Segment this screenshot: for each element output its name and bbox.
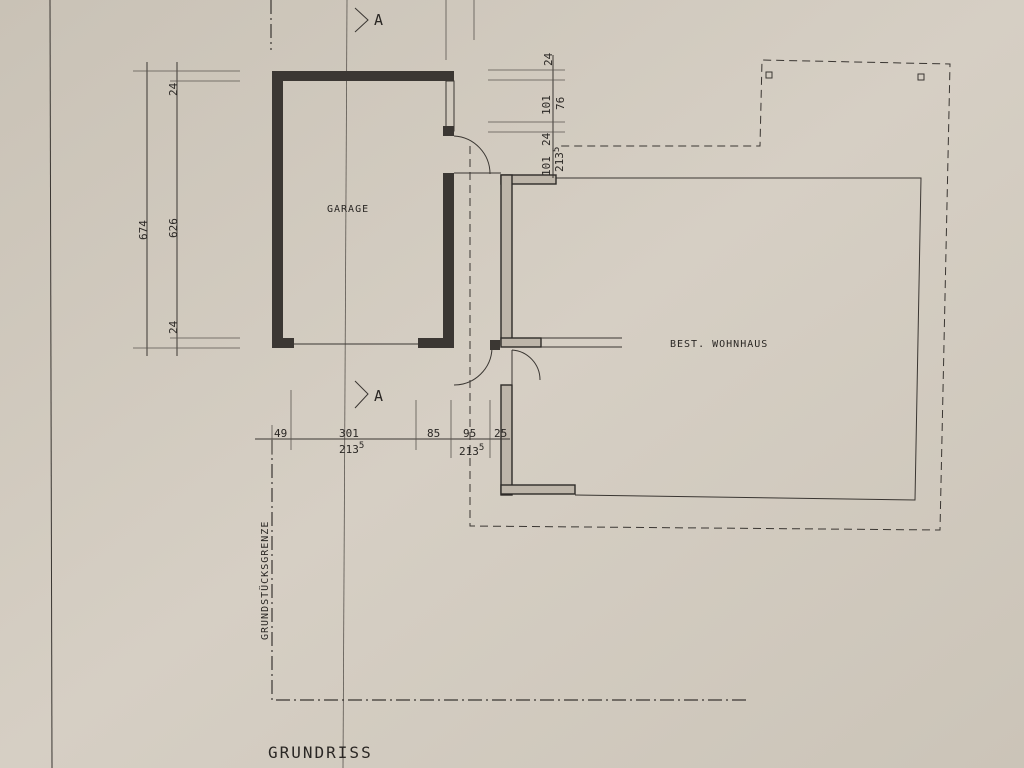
svg-text:A: A [374,387,383,405]
dim-bottom-4-sub: 2135 [459,443,484,458]
dim-right-1: 24 [542,52,555,66]
marker-square [765,71,773,79]
dim-bottom-5: 25 [494,427,507,440]
dim-bottom-2: 301 [339,427,359,440]
dim-bottom-2-sub: 2135 [339,441,364,456]
margin-line [49,0,53,768]
dim-right-2: 101 [540,95,553,115]
dim-bottom-4: 95 [463,427,476,440]
door-swing-garage [453,135,491,175]
drawing-title: GRUNDRISS [268,743,373,762]
dim-top-wall: 24 [167,82,180,96]
dimension-right [488,55,565,178]
dim-bottom-3: 85 [427,427,440,440]
door-swing-passage [453,347,493,386]
dim-bottom-wall: 24 [167,320,180,334]
existing-outline [469,59,951,531]
dimension-bottom [255,390,510,458]
existing-house [454,172,922,501]
garage-walls [272,71,455,348]
dim-right-6: 2135 [552,147,566,172]
dimension-left [133,62,240,356]
dim-bottom-1: 49 [274,427,287,440]
marker-square [917,73,925,81]
room-label-garage: GARAGE [327,204,369,215]
dim-overall: 674 [137,220,150,240]
room-label-house: BEST. WOHNHAUS [670,339,768,350]
property-line-label: GRUNDSTÜCKSGRENZE [258,521,271,640]
section-axis-line [342,0,348,768]
svg-text:A: A [374,11,383,29]
property-line [271,440,748,701]
section-marker-top: A [354,7,383,33]
dim-inner: 626 [167,218,180,238]
dim-right-3: 76 [554,97,567,110]
dim-right-5: 101 [540,156,553,176]
section-marker-bottom: A [354,380,383,409]
dim-right-4: 24 [540,132,553,146]
